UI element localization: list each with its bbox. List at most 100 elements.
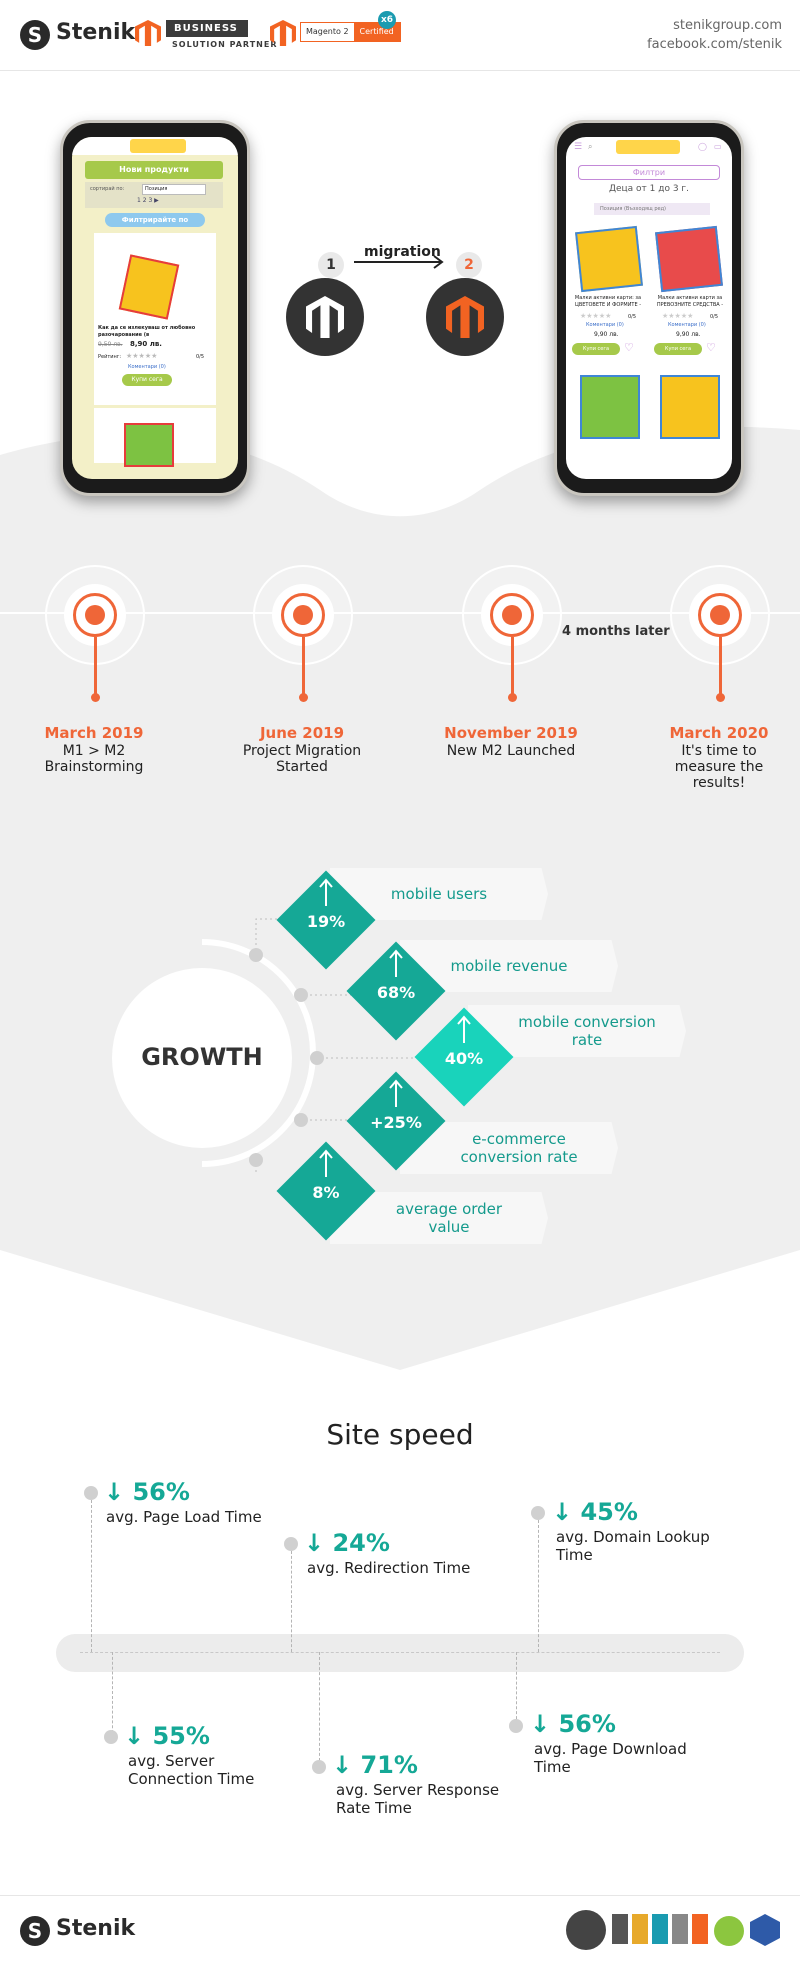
growth-label-3: mobile conversion rate bbox=[518, 1013, 656, 1049]
growth-banner-5: average order value bbox=[330, 1192, 548, 1244]
account-icon[interactable]: ◯ bbox=[698, 142, 707, 151]
new-product-image-3 bbox=[580, 375, 640, 439]
old-rating-value: 0/5 bbox=[196, 354, 205, 360]
new-product-image-1 bbox=[575, 225, 643, 293]
old-buy-button[interactable]: Купи сега bbox=[122, 374, 172, 386]
magento1-icon bbox=[306, 296, 344, 338]
growth-label-1: mobile users bbox=[390, 885, 488, 903]
growth-dot-2 bbox=[294, 988, 308, 1002]
growth-label-4: e-commerce conversion rate bbox=[460, 1130, 578, 1166]
menu-icon[interactable]: ☰ bbox=[574, 142, 583, 152]
growth-dot-5 bbox=[249, 1153, 263, 1167]
new-sort-select[interactable]: Позиция (Възходящ ред) bbox=[594, 203, 710, 215]
speed-top-value-2: ↓ 24% bbox=[304, 1529, 390, 1557]
facebook-link[interactable]: facebook.com/stenik bbox=[647, 37, 782, 52]
new-buy-button-2[interactable]: Купи сега bbox=[654, 343, 702, 355]
magento2-icon bbox=[446, 296, 484, 338]
timeline-line bbox=[0, 612, 800, 614]
speed-dot-bottom-1 bbox=[104, 1730, 118, 1744]
timeline-date-4: March 2020 bbox=[669, 724, 769, 742]
speed-top-label-2: avg. Redirection Time bbox=[307, 1559, 471, 1577]
search-icon[interactable]: ⌕ bbox=[588, 142, 593, 151]
growth-dot-1 bbox=[249, 948, 263, 962]
old-comments-link[interactable]: Коментари (0) bbox=[128, 364, 166, 370]
speed-title: Site speed bbox=[326, 1418, 474, 1451]
partner-title: BUSINESS bbox=[166, 20, 248, 37]
footer-cert-badge-icon-1 bbox=[612, 1914, 628, 1944]
speed-top-value-1: ↓ 56% bbox=[104, 1478, 190, 1506]
footer-partner-badge-icon bbox=[566, 1910, 606, 1950]
timeline-text-1: M1 > M2 Brainstorming bbox=[44, 743, 144, 775]
timeline-note: 4 months later bbox=[562, 624, 670, 639]
step-1-number: 1 bbox=[318, 252, 344, 278]
growth-dot-3 bbox=[310, 1051, 324, 1065]
speed-bottom-label-3: avg. Page Download Time bbox=[534, 1740, 687, 1776]
stenik-logo-icon: S bbox=[20, 20, 50, 50]
old-site-phone: Нови продукти сортирай по: Позиция 1 2 3… bbox=[60, 120, 250, 496]
timeline-text-3: New M2 Launched bbox=[446, 743, 576, 759]
wishlist-heart-icon-2[interactable]: ♡ bbox=[706, 341, 716, 354]
speed-dot-bottom-3 bbox=[509, 1719, 523, 1733]
footer-stenik-logo-icon: S bbox=[20, 1916, 50, 1946]
speed-bottom-value-1: ↓ 55% bbox=[124, 1722, 210, 1750]
speed-bottom-label-2: avg. Server Response Rate Time bbox=[336, 1781, 500, 1817]
new-comments-link-1[interactable]: Коментари (0) bbox=[586, 322, 624, 328]
new-site-phone: ☰ ⌕ ◯ ▭ Филтри Деца от 1 до 3 г. Позиция… bbox=[554, 120, 744, 496]
new-buy-button-1[interactable]: Купи сега bbox=[572, 343, 620, 355]
new-rating-value-1: 0/5 bbox=[628, 314, 637, 320]
new-filter-button[interactable]: Филтри bbox=[578, 165, 720, 180]
new-rating-value-2: 0/5 bbox=[710, 314, 719, 320]
growth-value-1: 19% bbox=[306, 912, 346, 931]
footer-award-badge-icon bbox=[714, 1916, 744, 1946]
speed-dot-top-1 bbox=[84, 1486, 98, 1500]
footer-cert-badge-icon-3 bbox=[652, 1914, 668, 1944]
brand-name: Stenik bbox=[56, 20, 136, 45]
site-link[interactable]: stenikgroup.com bbox=[673, 18, 782, 33]
old-product-price: 8,90 лв. bbox=[130, 340, 162, 348]
footer-brand-name: Stenik bbox=[56, 1916, 136, 1941]
speed-top-label-3: avg. Domain Lookup Time bbox=[556, 1528, 710, 1564]
cert-product: Magento 2 bbox=[301, 23, 354, 41]
old-sort-select[interactable]: Позиция bbox=[142, 184, 206, 195]
growth-dot-4 bbox=[294, 1113, 308, 1127]
new-comments-link-2[interactable]: Коментари (0) bbox=[668, 322, 706, 328]
new-product-image-4 bbox=[660, 375, 720, 439]
wishlist-heart-icon-1[interactable]: ♡ bbox=[624, 341, 634, 354]
speed-dot-top-3 bbox=[531, 1506, 545, 1520]
old-product-card: Как да се излекуваш от любовно разочаров… bbox=[94, 233, 216, 467]
growth-up-arrow-icon-3 bbox=[457, 1015, 471, 1043]
new-rating-stars-icon-1: ★★★★★ bbox=[580, 312, 612, 320]
old-pagination[interactable]: 1 2 3 ▶ bbox=[137, 197, 159, 204]
old-product-name: Как да се излекуваш от любовно разочаров… bbox=[98, 325, 196, 338]
timeline-text-2: Project Migration Started bbox=[242, 743, 362, 775]
new-rating-stars-icon-2: ★★★★★ bbox=[662, 312, 694, 320]
migration-arrow-icon bbox=[354, 255, 444, 269]
timeline-date-3: November 2019 bbox=[444, 724, 578, 742]
old-rating-stars-icon: ★★★★★ bbox=[126, 352, 158, 360]
timeline-date-1: March 2019 bbox=[44, 724, 144, 742]
footer-cert-badge-icon-4 bbox=[672, 1914, 688, 1944]
new-product-name-1: Малки активни карти: за ЦВЕТОВЕТЕ И ФОРМ… bbox=[574, 295, 642, 308]
speed-top-value-3: ↓ 45% bbox=[552, 1498, 638, 1526]
old-heading: Нови продукти bbox=[85, 161, 223, 179]
growth-value-4: +25% bbox=[370, 1113, 422, 1132]
partner-subtitle: SOLUTION PARTNER bbox=[172, 40, 278, 49]
growth-value-5: 8% bbox=[312, 1183, 340, 1202]
speed-bottom-value-2: ↓ 71% bbox=[332, 1751, 418, 1779]
old-filter-button[interactable]: Филтрирайте по bbox=[105, 213, 205, 227]
speed-track bbox=[56, 1634, 744, 1672]
speed-dot-bottom-2 bbox=[312, 1760, 326, 1774]
growth-up-arrow-icon-4 bbox=[389, 1079, 403, 1107]
cart-icon[interactable]: ▭ bbox=[714, 142, 722, 151]
magento1-circle bbox=[286, 278, 364, 356]
new-price-2: 9,90 лв. bbox=[676, 331, 701, 338]
footer: S Stenik bbox=[0, 1895, 800, 1966]
new-site-logo bbox=[616, 140, 680, 154]
growth-value-2: 68% bbox=[376, 983, 416, 1002]
old-product-image-2 bbox=[124, 423, 174, 467]
old-site-screen: Нови продукти сортирай по: Позиция 1 2 3… bbox=[72, 137, 238, 479]
growth-value-3: 40% bbox=[444, 1049, 484, 1068]
old-product-image bbox=[118, 254, 180, 320]
old-sort-label: сортирай по: bbox=[90, 186, 125, 192]
speed-bottom-label-1: avg. Server Connection Time bbox=[128, 1752, 255, 1788]
